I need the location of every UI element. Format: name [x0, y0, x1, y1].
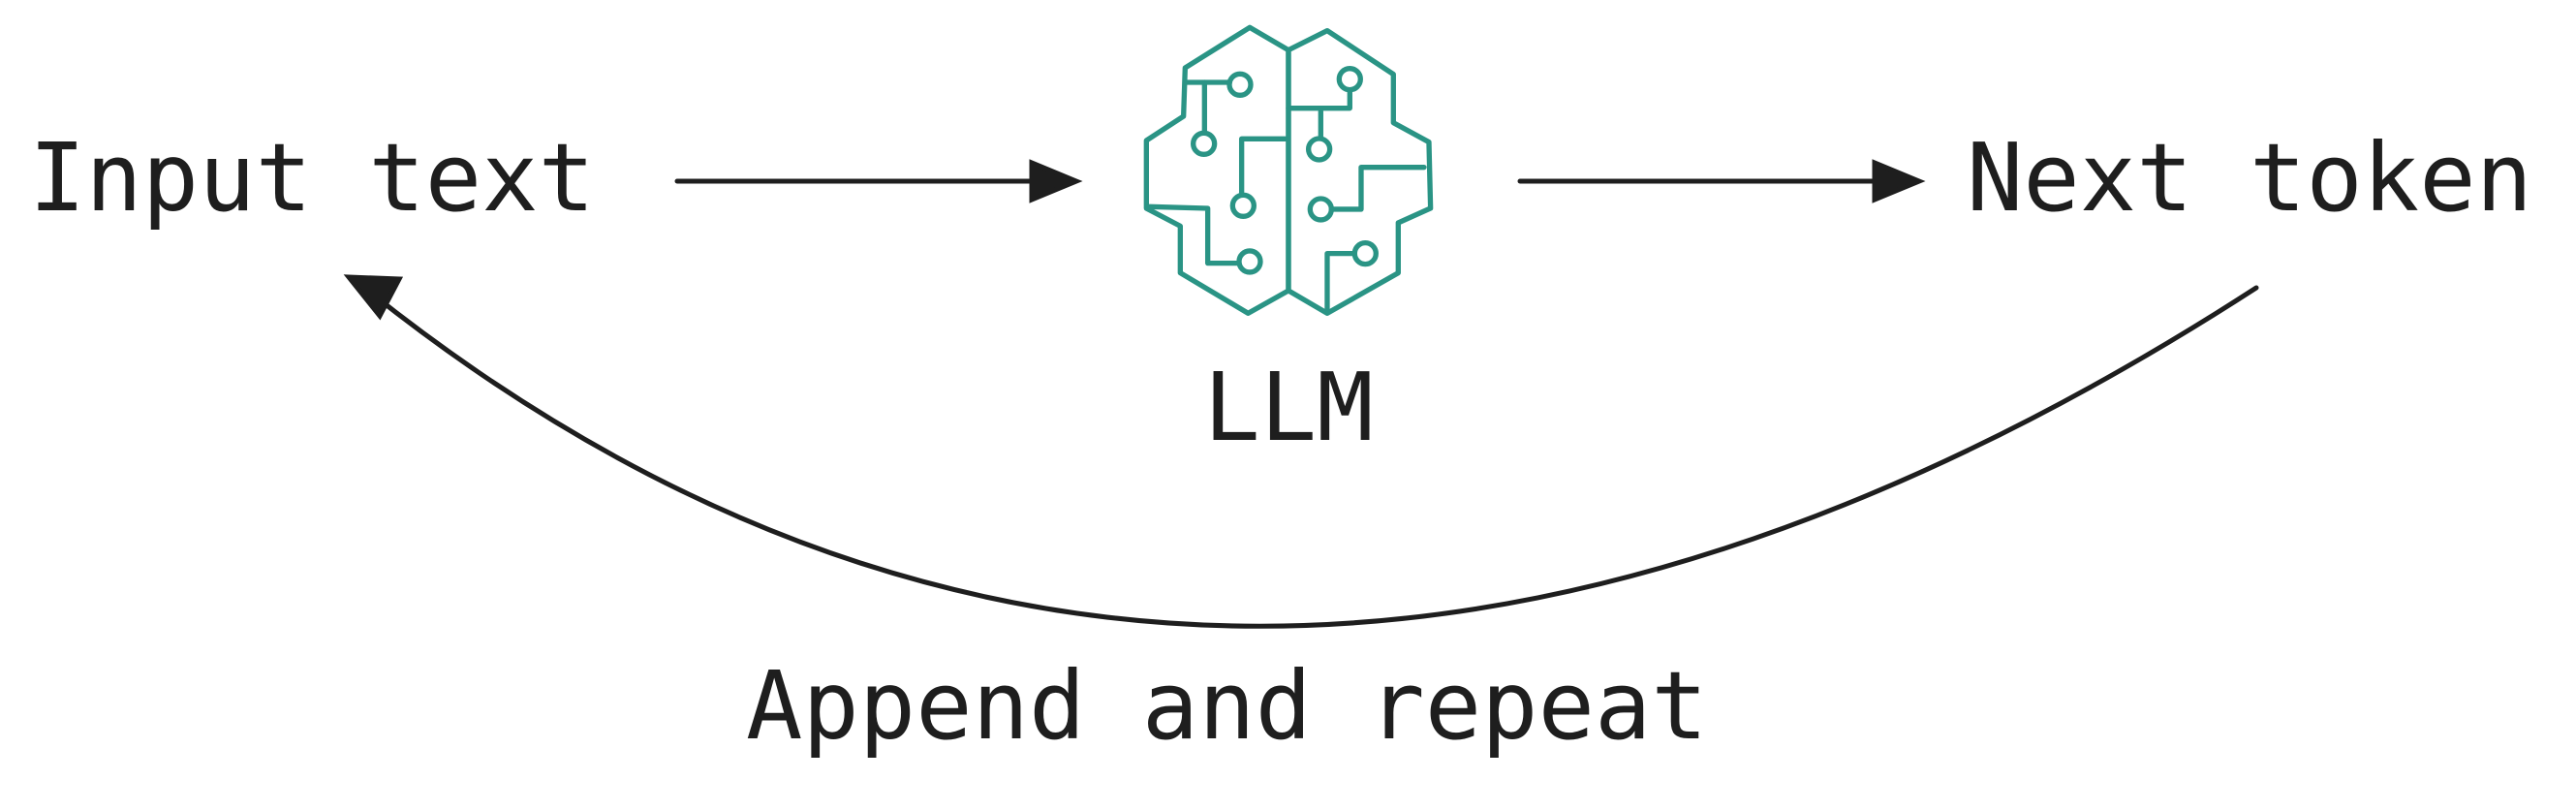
arrow-llm-to-token	[1517, 159, 1926, 203]
loop-arrow	[343, 274, 2259, 629]
next-token-label: Next token	[1967, 123, 2532, 233]
loop-label: Append and repeat	[746, 651, 1708, 761]
llm-label: LLM	[1203, 353, 1374, 462]
arrow-input-to-llm	[674, 159, 1083, 203]
brain-circuit-icon	[1143, 24, 1434, 316]
input-text-label: Input text	[29, 123, 595, 233]
